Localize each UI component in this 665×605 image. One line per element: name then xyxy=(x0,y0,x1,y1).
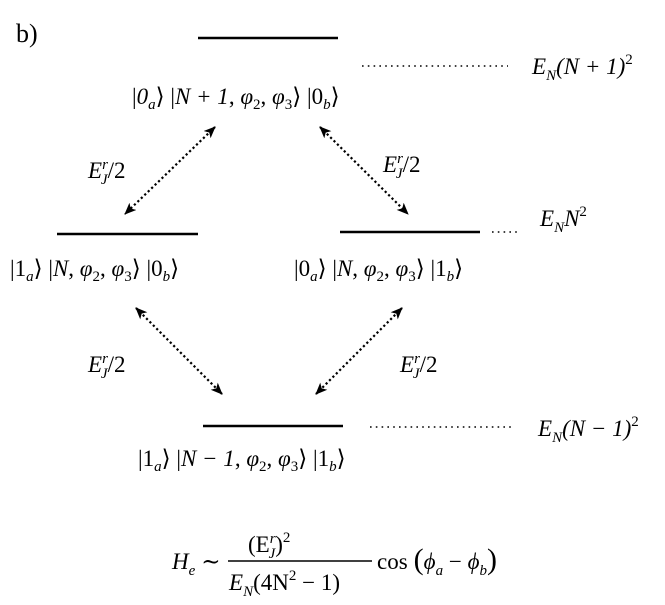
coupling-arrow-top-right xyxy=(319,126,409,215)
energy-label-top: EN(N + 1)2 xyxy=(531,52,633,84)
state-label-left: |1a⟩ |N, φ2, φ3⟩ |0b⟩ xyxy=(10,256,179,285)
hamiltonian-denominator: EN(4N2 − 1) xyxy=(228,568,340,600)
energy-label-bottom: EN(N − 1)2 xyxy=(537,414,639,446)
state-label-right: |0a⟩ |N, φ2, φ3⟩ |1b⟩ xyxy=(294,256,463,285)
coupling-arrow-bottom-right xyxy=(315,307,403,395)
hamiltonian-lhs: He∼ xyxy=(171,549,221,579)
energy-label-right: ENN2 xyxy=(539,204,587,236)
hamiltonian-cos: cos(ϕa − ϕb) xyxy=(377,543,497,579)
coupling-arrow-bottom-left xyxy=(135,307,223,395)
state-label-bottom: |1a⟩ |N − 1, φ2, φ3⟩ |1b⟩ xyxy=(138,446,346,475)
state-label-top: |0a⟩ |N + 1, φ2, φ3⟩ |0b⟩ xyxy=(132,84,340,113)
coupling-arrow-top-left xyxy=(124,126,216,215)
panel-label: b) xyxy=(16,19,38,48)
